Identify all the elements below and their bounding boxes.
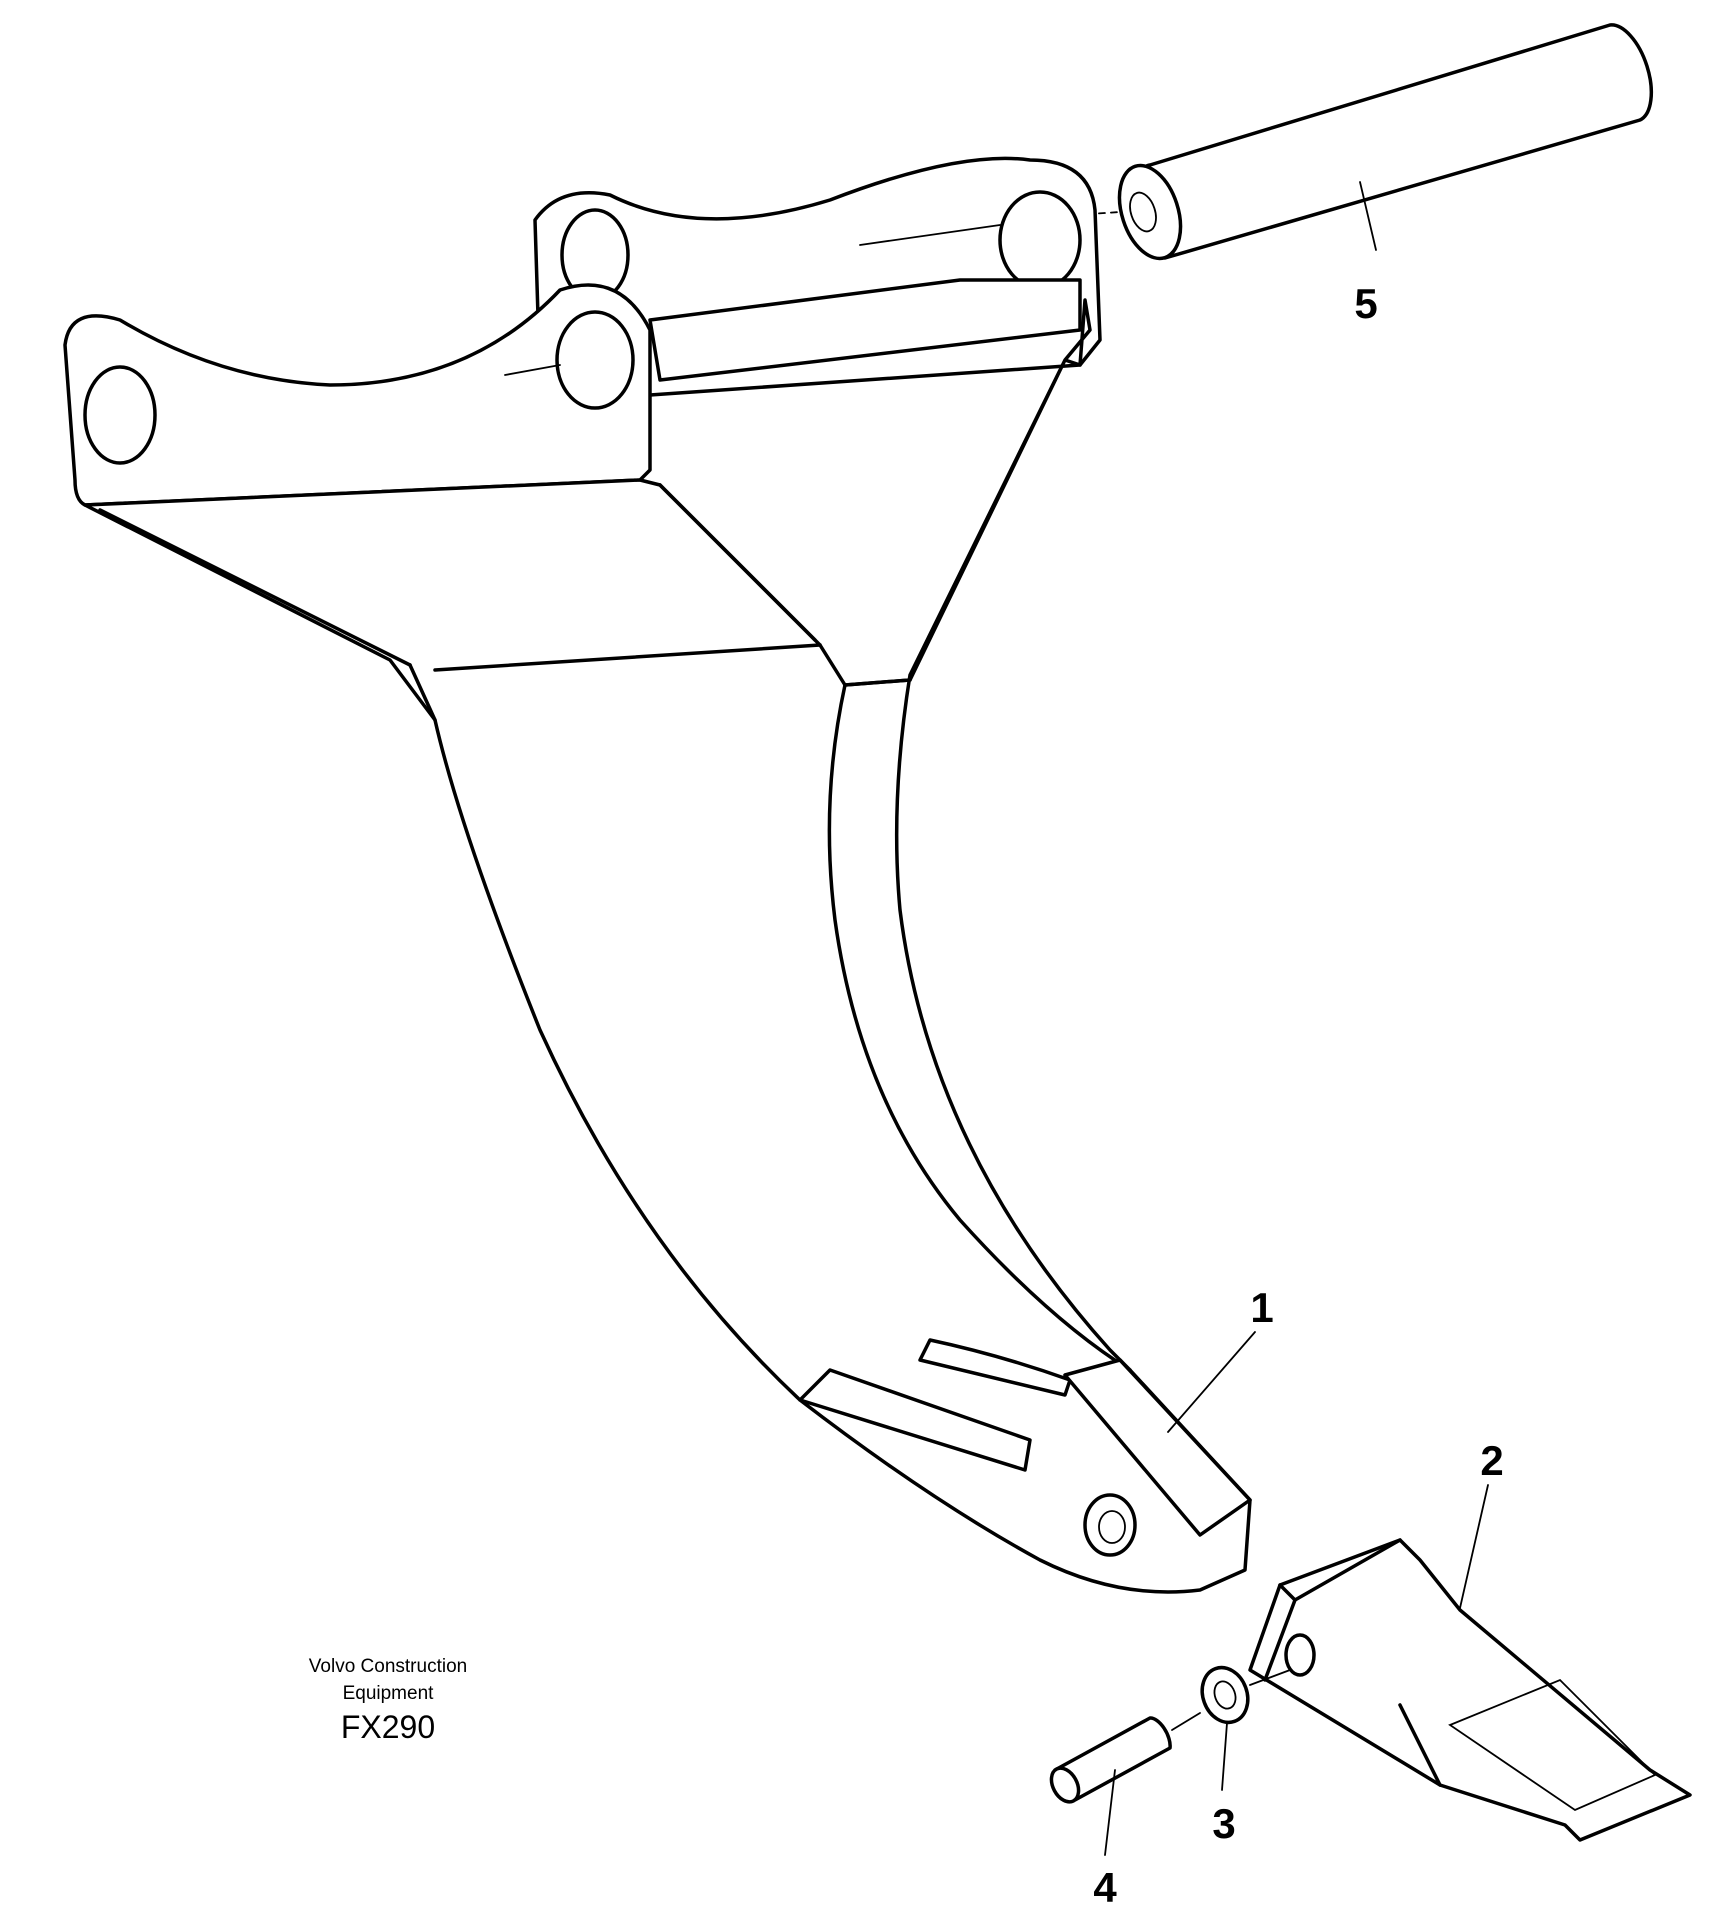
callout-labels: 5 1 2 3 4 [1093,280,1503,1911]
leader-line-5 [1359,181,1377,251]
company-name-line1: Volvo Construction [309,1656,467,1677]
leader-line-3 [1221,1722,1228,1791]
callout-1: 1 [1250,1284,1273,1331]
callout-3: 3 [1212,1800,1235,1847]
ripper-shank-part [63,156,1252,1594]
company-name-line2: Equipment [343,1683,435,1704]
ripper-tooth-part [1248,1538,1692,1842]
tooth-pin-part [1049,1712,1201,1804]
callout-4: 4 [1093,1864,1117,1911]
leader-line-4 [1104,1769,1116,1856]
callout-2: 2 [1480,1437,1503,1484]
leader-lines [1104,181,1489,1856]
leader-line-2 [1459,1484,1489,1609]
caption-block: Volvo Construction Equipment FX290 [309,1656,467,1745]
mounting-shaft-part [1074,23,1654,261]
figure-code: FX290 [341,1709,435,1745]
leader-line-1 [1167,1331,1256,1433]
callout-5: 5 [1354,280,1377,327]
retainer-washer-part [1200,1665,1291,1725]
